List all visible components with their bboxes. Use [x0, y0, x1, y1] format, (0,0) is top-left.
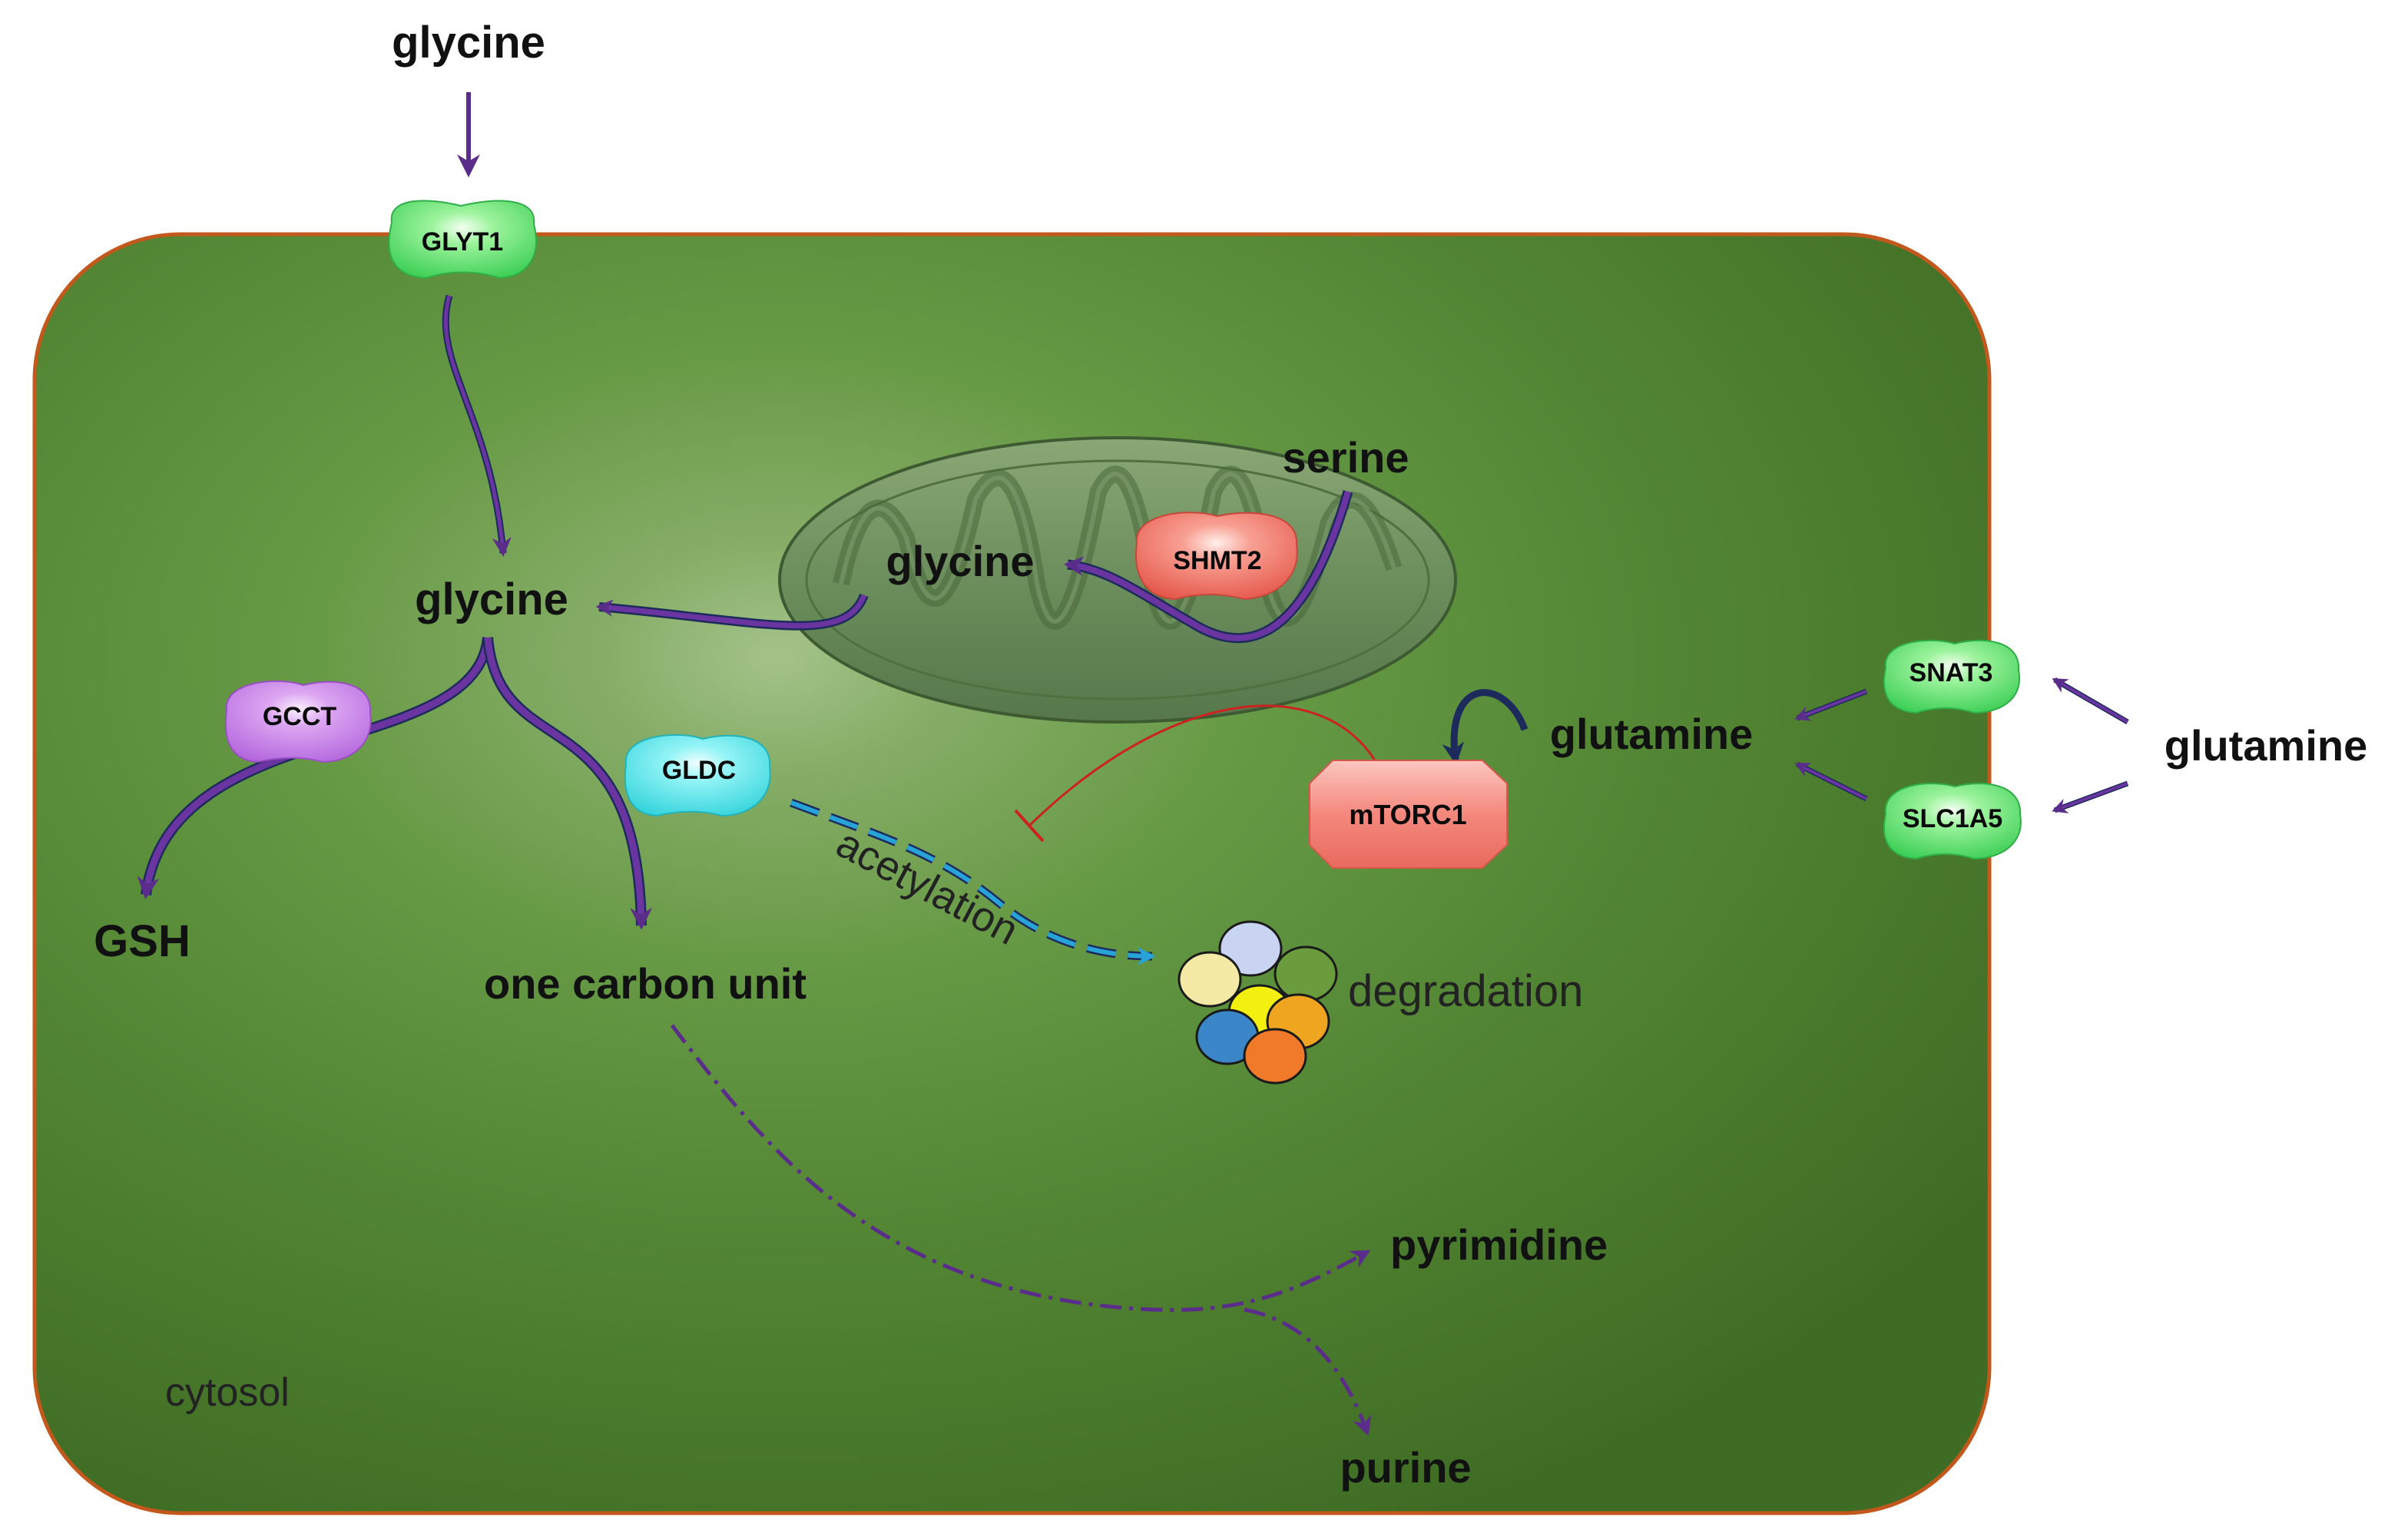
cell-membrane	[32, 232, 1992, 1515]
snat3-transporter: SNAT3	[1883, 639, 2021, 714]
gldc-label: GLDC	[662, 756, 736, 785]
arrow-glutamine-to-mtorc1	[1442, 689, 1529, 765]
glyt1-transporter: GLYT1	[388, 200, 537, 280]
purine-label: purine	[1340, 1443, 1471, 1492]
glycine-cytosol-label: glycine	[415, 575, 568, 624]
slc1a5-label: SLC1A5	[1903, 804, 2002, 833]
glutamine-extracellular-label: glutamine	[2164, 721, 2367, 770]
shmt2-label: SHMT2	[1173, 546, 1261, 575]
arrow-one-carbon-to-pyrimidine	[671, 1024, 1371, 1313]
slc1a5-transporter: SLC1A5	[1883, 783, 2022, 860]
mtorc1-label: mTORC1	[1349, 799, 1466, 830]
degradation-label: degradation	[1348, 966, 1583, 1016]
proteasome-icon	[1177, 920, 1338, 1085]
gldc-enzyme: GLDC	[624, 734, 771, 817]
gsh-label: GSH	[94, 916, 190, 966]
mtorc1-complex: mTORC1	[1309, 760, 1508, 869]
cytosol-label: cytosol	[165, 1370, 290, 1415]
pyrimidine-label: pyrimidine	[1390, 1220, 1608, 1269]
glycine-extracellular-label: glycine	[392, 18, 545, 68]
one-carbon-unit-label: one carbon unit	[484, 959, 807, 1008]
arrow-one-carbon-to-purine	[1244, 1307, 1372, 1436]
snat3-label: SNAT3	[1909, 658, 1993, 687]
gcct-enzyme: GCCT	[224, 680, 372, 763]
gcct-label: GCCT	[263, 702, 337, 731]
glutamine-intracellular-label: glutamine	[1550, 710, 1753, 758]
shmt2-enzyme: SHMT2	[1135, 512, 1298, 601]
glyt1-label: GLYT1	[422, 227, 503, 257]
glycine-mitochondria-label: glycine	[886, 537, 1035, 585]
inhibition-mtorc1-acetylation	[1028, 704, 1376, 827]
serine-label: serine	[1283, 433, 1409, 482]
